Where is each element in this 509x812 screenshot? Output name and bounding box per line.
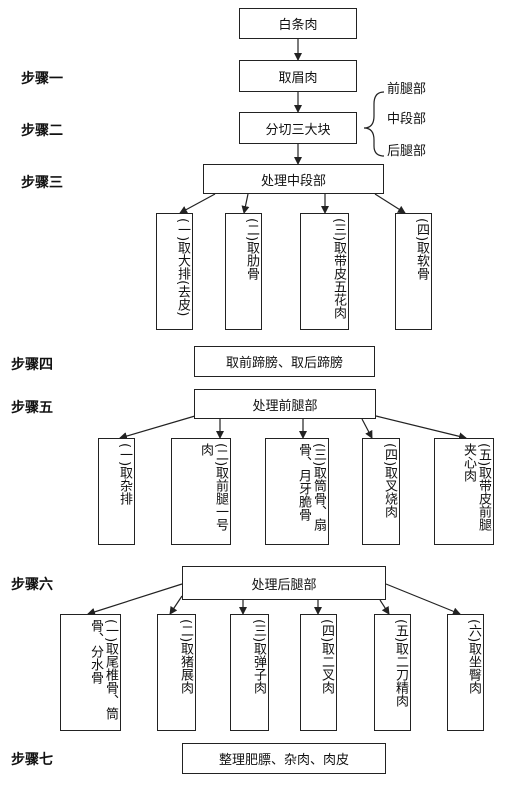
- front-item-1: (一)取杂排: [98, 438, 135, 545]
- arrow-s5-f1: [119, 415, 196, 440]
- rear-item-2: (二)取猪展肉: [157, 614, 196, 731]
- step-4-label: 步骤四: [11, 357, 53, 373]
- part-middle: 中段部: [387, 112, 427, 127]
- part-rear-leg: 后腿部: [387, 144, 427, 159]
- arrow-s3-m4: [374, 193, 406, 214]
- rear-item-5: (五)取二刀精肉: [374, 614, 411, 731]
- arrow-s5-f5: [375, 415, 467, 441]
- arrow-s6-r5: [379, 599, 390, 615]
- step-7-node: 整理肥膘、杂肉、肉皮: [182, 743, 386, 774]
- rear-item-4: (四)取二叉肉: [300, 614, 337, 731]
- rear-item-1: (一)取尾椎骨、筒骨、分水骨: [60, 614, 121, 731]
- step-7-label: 步骤七: [11, 752, 53, 768]
- step-1-label: 步骤一: [21, 71, 63, 87]
- step-3-node: 处理中段部: [203, 164, 384, 194]
- step-1-node: 取眉肉: [239, 60, 357, 92]
- parts-bracket: [363, 91, 385, 157]
- arrow-s6-r6: [385, 583, 461, 616]
- step-4-node: 取前蹄膀、取后蹄膀: [194, 346, 375, 377]
- mid-item-3: (三)取带皮五花肉: [300, 213, 349, 330]
- step-3-label: 步骤三: [21, 175, 63, 191]
- step-2-node: 分切三大块: [239, 112, 357, 144]
- front-item-5: (五)取带皮前腿夹心肉: [434, 438, 494, 545]
- arrow-s6-r2: [169, 595, 183, 615]
- root-node: 白条肉: [239, 8, 357, 39]
- front-item-4: (四)取叉烧肉: [362, 438, 400, 545]
- step-2-label: 步骤二: [21, 123, 63, 139]
- front-item-2: (二)取前腿一号肉: [171, 438, 231, 545]
- step-6-node: 处理后腿部: [182, 566, 386, 600]
- arrow-s3-m1: [179, 193, 216, 214]
- step-6-label: 步骤六: [11, 577, 53, 593]
- mid-item-2: (二)取肋骨: [225, 213, 262, 330]
- mid-item-1: (一)取大排(去皮): [156, 213, 193, 330]
- rear-item-6: (六)取坐臀肉: [447, 614, 484, 731]
- mid-item-4: (四)取软骨: [395, 213, 432, 330]
- arrow-s5-f4: [361, 418, 373, 439]
- step-5-node: 处理前腿部: [194, 389, 376, 419]
- step-5-label: 步骤五: [11, 400, 53, 416]
- part-front-leg: 前腿部: [387, 82, 427, 97]
- front-item-3: (三)取筒骨、扇骨、月牙脆骨: [265, 438, 329, 545]
- arrow-s3-m2: [241, 193, 250, 214]
- rear-item-3: (三)取弹子肉: [230, 614, 269, 731]
- arrow-s6-r1: [87, 583, 183, 616]
